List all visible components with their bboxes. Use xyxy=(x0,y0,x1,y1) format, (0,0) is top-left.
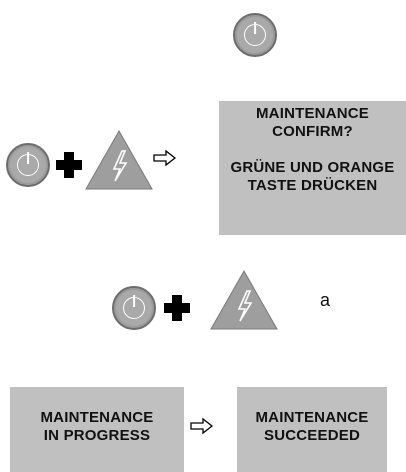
lightning-warning-icon xyxy=(85,129,153,190)
power-icon xyxy=(17,154,39,176)
succeeded-status: SUCCEEDED xyxy=(264,427,360,444)
step3-label: a xyxy=(320,290,331,310)
progress-title: MAINTENANCE xyxy=(40,409,154,426)
power-button-step1[interactable] xyxy=(233,13,277,57)
arrow-right-icon xyxy=(153,149,177,167)
confirm-title: MAINTENANCE xyxy=(255,105,370,122)
confirm-instruction-line1: GRÜNE UND ORANGE xyxy=(230,159,395,176)
confirm-question: CONFIRM? xyxy=(272,123,353,140)
plus-icon xyxy=(164,295,190,321)
power-icon xyxy=(244,24,266,46)
power-button-step2[interactable] xyxy=(6,143,50,187)
confirm-instruction-line2: TASTE DRÜCKEN xyxy=(247,177,378,194)
progress-status: IN PROGRESS xyxy=(43,427,151,444)
maintenance-in-progress-panel: MAINTENANCE IN PROGRESS xyxy=(10,387,184,472)
succeeded-title: MAINTENANCE xyxy=(255,409,369,426)
maintenance-confirm-panel: MAINTENANCE CONFIRM? GRÜNE UND ORANGE TA… xyxy=(219,101,406,235)
arrow-right-icon xyxy=(190,417,214,435)
power-icon xyxy=(123,297,145,319)
plus-icon xyxy=(56,152,82,178)
power-button-step3[interactable] xyxy=(112,286,156,330)
lightning-warning-icon xyxy=(210,269,278,330)
maintenance-succeeded-panel: MAINTENANCE SUCCEEDED xyxy=(237,387,387,472)
